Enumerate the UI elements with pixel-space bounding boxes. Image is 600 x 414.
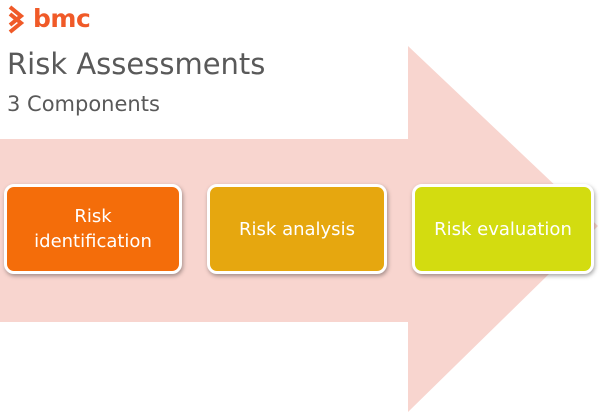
slide-subtitle: 3 Components (7, 92, 160, 116)
component-risk-evaluation: Risk evaluation (412, 184, 594, 274)
logo-chevron-top (8, 5, 25, 27)
component-risk-analysis: Risk analysis (207, 184, 387, 274)
component-risk-identification: Risk identification (4, 184, 182, 274)
bmc-wordmark: bmc (33, 4, 91, 33)
component-label: Risk analysis (239, 218, 355, 240)
component-label-line: Risk (74, 206, 112, 227)
component-label-line: identification (34, 231, 152, 252)
component-label: Risk evaluation (434, 218, 572, 240)
bmc-chevron-logo-icon (8, 5, 25, 34)
bmc-logo: bmc (7, 4, 91, 34)
logo-chevron-bottom (8, 12, 25, 34)
slide-title: Risk Assessments (7, 47, 266, 81)
component-label: Risk identification (34, 204, 152, 254)
